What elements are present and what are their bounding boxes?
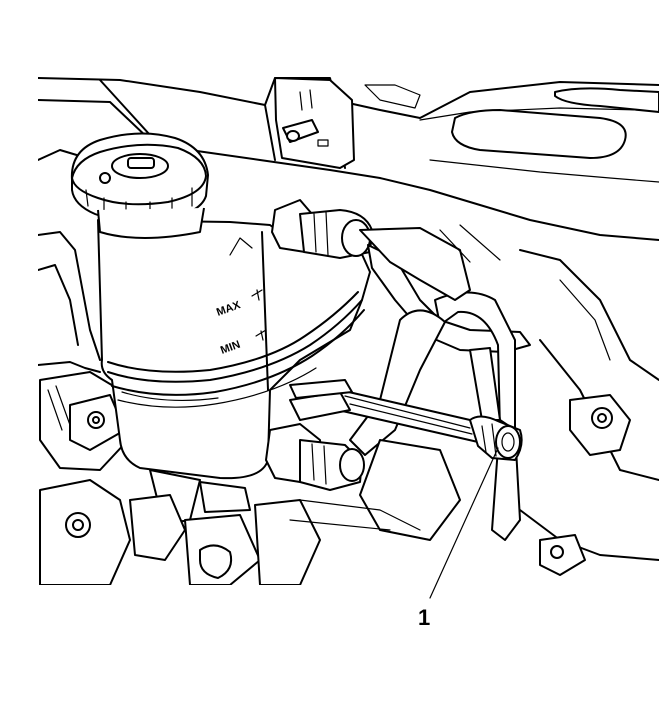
callout-1-label: 1 bbox=[418, 605, 430, 630]
left-structure bbox=[38, 231, 129, 471]
lower-left-components bbox=[39, 479, 421, 585]
reservoir-cap bbox=[70, 132, 209, 239]
lower-connectors bbox=[265, 379, 365, 491]
callout-1: 1 bbox=[418, 447, 499, 630]
callout-1-leader bbox=[429, 447, 499, 599]
quick-connect-tube bbox=[337, 389, 523, 461]
coolant-reservoir: MAX MIN bbox=[97, 219, 371, 523]
engine-block bbox=[359, 224, 659, 576]
engine-components: MAX MIN bbox=[38, 77, 659, 585]
upper-bracket bbox=[274, 77, 355, 169]
